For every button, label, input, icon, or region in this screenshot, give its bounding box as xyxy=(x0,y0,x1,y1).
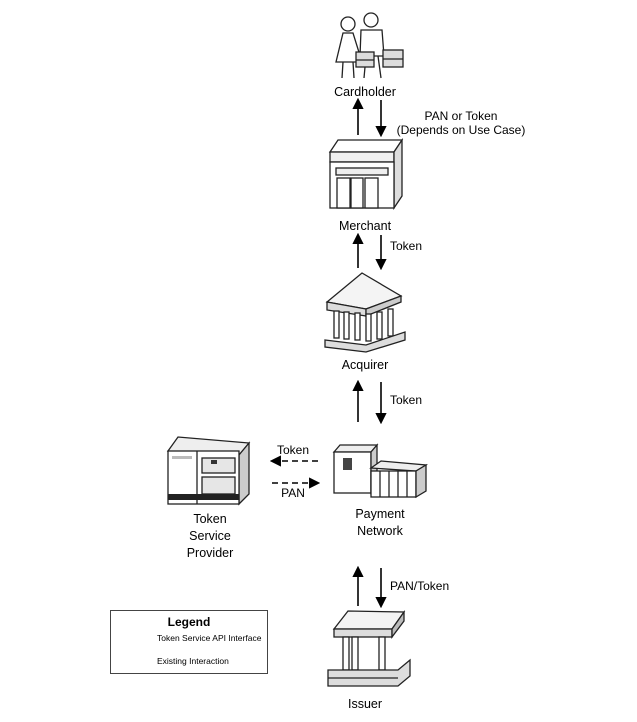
tsp-label-line3: Provider xyxy=(186,546,234,560)
edge-label-network-issuer: PAN/Token xyxy=(390,579,450,593)
cardholder-label: Cardholder xyxy=(334,85,396,99)
bank-building-icon xyxy=(324,272,406,353)
merchant-label: Merchant xyxy=(338,219,392,233)
payment-network-label-line2: Network xyxy=(357,524,403,538)
payment-network-label-line1: Payment xyxy=(355,507,405,521)
tsp-label-line2: Service xyxy=(189,529,231,543)
pavilion-building-icon xyxy=(327,609,411,687)
mainframe-servers-icon xyxy=(332,443,429,499)
edge-label-merchant-acquirer: Token xyxy=(390,239,423,253)
server-cabinet-icon xyxy=(166,436,251,506)
edge-label-network-tsp-token: Token xyxy=(276,443,310,457)
storefront-icon xyxy=(328,137,404,211)
issuer-label: Issuer xyxy=(347,697,383,711)
edge-label-cardholder-merchant-line2: (Depends on Use Case) xyxy=(396,123,526,137)
legend-title: Legend xyxy=(167,615,211,629)
tsp-label-line1: Token xyxy=(193,512,227,526)
legend-api-interface-text: Token Service API Interface xyxy=(157,633,262,643)
acquirer-label: Acquirer xyxy=(341,358,389,372)
edge-label-tsp-network-pan: PAN xyxy=(281,486,305,500)
edge-label-cardholder-merchant-line1: PAN or Token xyxy=(424,109,498,123)
legend: Legend Token Service API Interface Exist… xyxy=(110,610,268,674)
people-with-shopping-bags-icon xyxy=(335,12,404,79)
edge-label-acquirer-network: Token xyxy=(390,393,423,407)
legend-existing-interaction-text: Existing Interaction xyxy=(157,656,229,666)
